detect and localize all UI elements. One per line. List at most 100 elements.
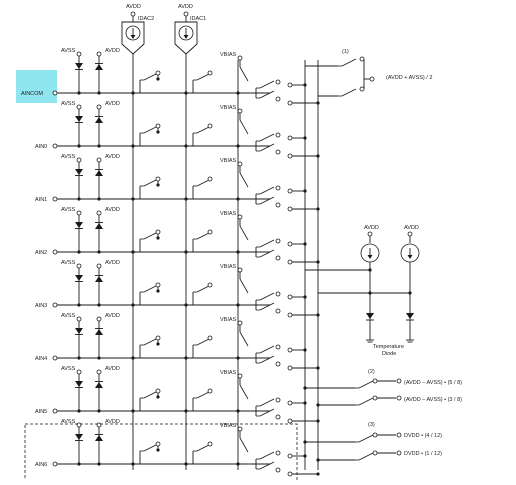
input-terminal-ain1 <box>52 196 58 202</box>
avss-terminal <box>76 263 82 269</box>
avdd-terminal <box>96 157 102 163</box>
vbias-terminal <box>237 267 243 273</box>
avss-terminal <box>76 157 82 163</box>
bus-dot <box>156 289 160 293</box>
avdd-label: AVDD <box>105 207 120 213</box>
junction-dot <box>236 409 240 413</box>
avdd-label-idac2: AVDD <box>126 4 141 10</box>
diode-icon <box>95 276 103 282</box>
bus-dot <box>316 403 320 407</box>
mux-switch-n-blade <box>259 196 275 205</box>
avdd-terminal <box>96 263 102 269</box>
idac2-switch-blade <box>143 178 159 187</box>
mux-contact-n2 <box>287 259 293 265</box>
switch-contact <box>155 335 161 341</box>
avdd-label: AVDD <box>105 48 120 54</box>
mux-contact-n <box>275 414 281 420</box>
diode-icon <box>75 275 83 281</box>
junction-dot <box>77 409 81 413</box>
mux-contact-n <box>275 202 281 208</box>
switch-contact <box>155 388 161 394</box>
current-arrow-head <box>130 35 136 39</box>
diode-icon <box>95 223 103 229</box>
junction-dot <box>131 356 135 360</box>
temp-avdd-terminal-left <box>367 231 373 237</box>
input-terminal-ain6 <box>52 461 58 467</box>
label-layer: AVDD AVDD IDAC2 IDAC1 (1) (AVDD + AVSS) … <box>21 4 462 468</box>
vbias-switch-blade <box>239 384 249 400</box>
vbias-switch-blade <box>239 172 249 188</box>
avdd-label: AVDD <box>105 366 120 372</box>
avdd-label: AVDD <box>105 313 120 319</box>
junction-dot <box>131 197 135 201</box>
vbias-label: VBIAS <box>220 52 237 58</box>
diode-icon <box>95 170 103 176</box>
avss-label: AVSS <box>61 207 76 213</box>
vbias-terminal <box>237 55 243 61</box>
mux-switch-n-blade <box>259 302 275 311</box>
junction-dot <box>236 144 240 148</box>
monitor-switch-out2-blade <box>358 397 374 406</box>
input-label-ain2: AIN2 <box>35 250 47 256</box>
monitor-switch-out3-blade <box>358 434 374 443</box>
junction-dot <box>184 91 188 95</box>
monitor-out-2: (AVDD – AVSS) • (3 / 8) <box>404 397 462 403</box>
input-terminal-ain5 <box>52 408 58 414</box>
vbias-terminal <box>237 373 243 379</box>
input-label-ain0: AIN0 <box>35 144 47 150</box>
note-2-label: (2) <box>368 369 375 375</box>
diode-icon <box>75 169 83 175</box>
monitor-contact-out4 <box>372 450 378 456</box>
junction-dot <box>131 144 135 148</box>
mid-supply-contact-top <box>359 56 365 62</box>
junction-dot <box>184 250 188 254</box>
mux-switch-p-blade <box>259 345 275 354</box>
monitor-out-4: DVDD • (1 / 12) <box>404 451 442 457</box>
avdd-terminal-idac2 <box>130 11 136 17</box>
input-terminal-ain2 <box>52 249 58 255</box>
idac-body <box>121 21 145 55</box>
current-arrow-head <box>183 35 189 39</box>
avdd-terminal <box>96 316 102 322</box>
mux-contact-n2 <box>287 365 293 371</box>
switch-contact <box>155 123 161 129</box>
junction-dot <box>77 356 81 360</box>
junction-dot <box>184 462 188 466</box>
mux-contact-n <box>275 308 281 314</box>
mux-contact-p <box>275 450 281 456</box>
temp-diode-icon <box>406 313 414 319</box>
mid-supply-terminal <box>369 76 375 82</box>
avss-terminal <box>76 369 82 375</box>
mid-supply-switch-top-blade <box>341 58 357 67</box>
temp-arrow-head <box>367 255 373 259</box>
monitor-contact-out2 <box>372 395 378 401</box>
mux-switch-p-blade <box>259 292 275 301</box>
idac2-switch-blade <box>143 231 159 240</box>
vbias-switch-blade <box>239 119 249 135</box>
temp-arrow-head <box>407 255 413 259</box>
junction-dot <box>184 409 188 413</box>
avss-terminal <box>76 104 82 110</box>
junction-dot <box>236 303 240 307</box>
vbias-switch-blade <box>239 278 249 294</box>
monitor-terminal-out4 <box>396 450 402 456</box>
mux-contact-p2 <box>287 82 293 88</box>
avdd-terminal <box>96 51 102 57</box>
mux-contact-p2 <box>287 347 293 353</box>
junction-dot <box>236 197 240 201</box>
avdd-terminal <box>96 210 102 216</box>
avss-label: AVSS <box>61 154 76 160</box>
monitor-contact-out3 <box>372 432 378 438</box>
mux-contact-p2 <box>287 241 293 247</box>
switch-contact <box>155 70 161 76</box>
idac2-switch-blade <box>143 390 159 399</box>
wire-layer <box>24 11 420 485</box>
avdd-label: AVDD <box>105 419 120 425</box>
input-label-ain6: AIN6 <box>35 462 47 468</box>
vbias-switch-blade <box>239 437 249 453</box>
avdd-label-idac1: AVDD <box>178 4 193 10</box>
junction-dot <box>97 356 101 360</box>
bus-dot <box>303 440 307 444</box>
idac2-label: IDAC2 <box>138 16 154 22</box>
